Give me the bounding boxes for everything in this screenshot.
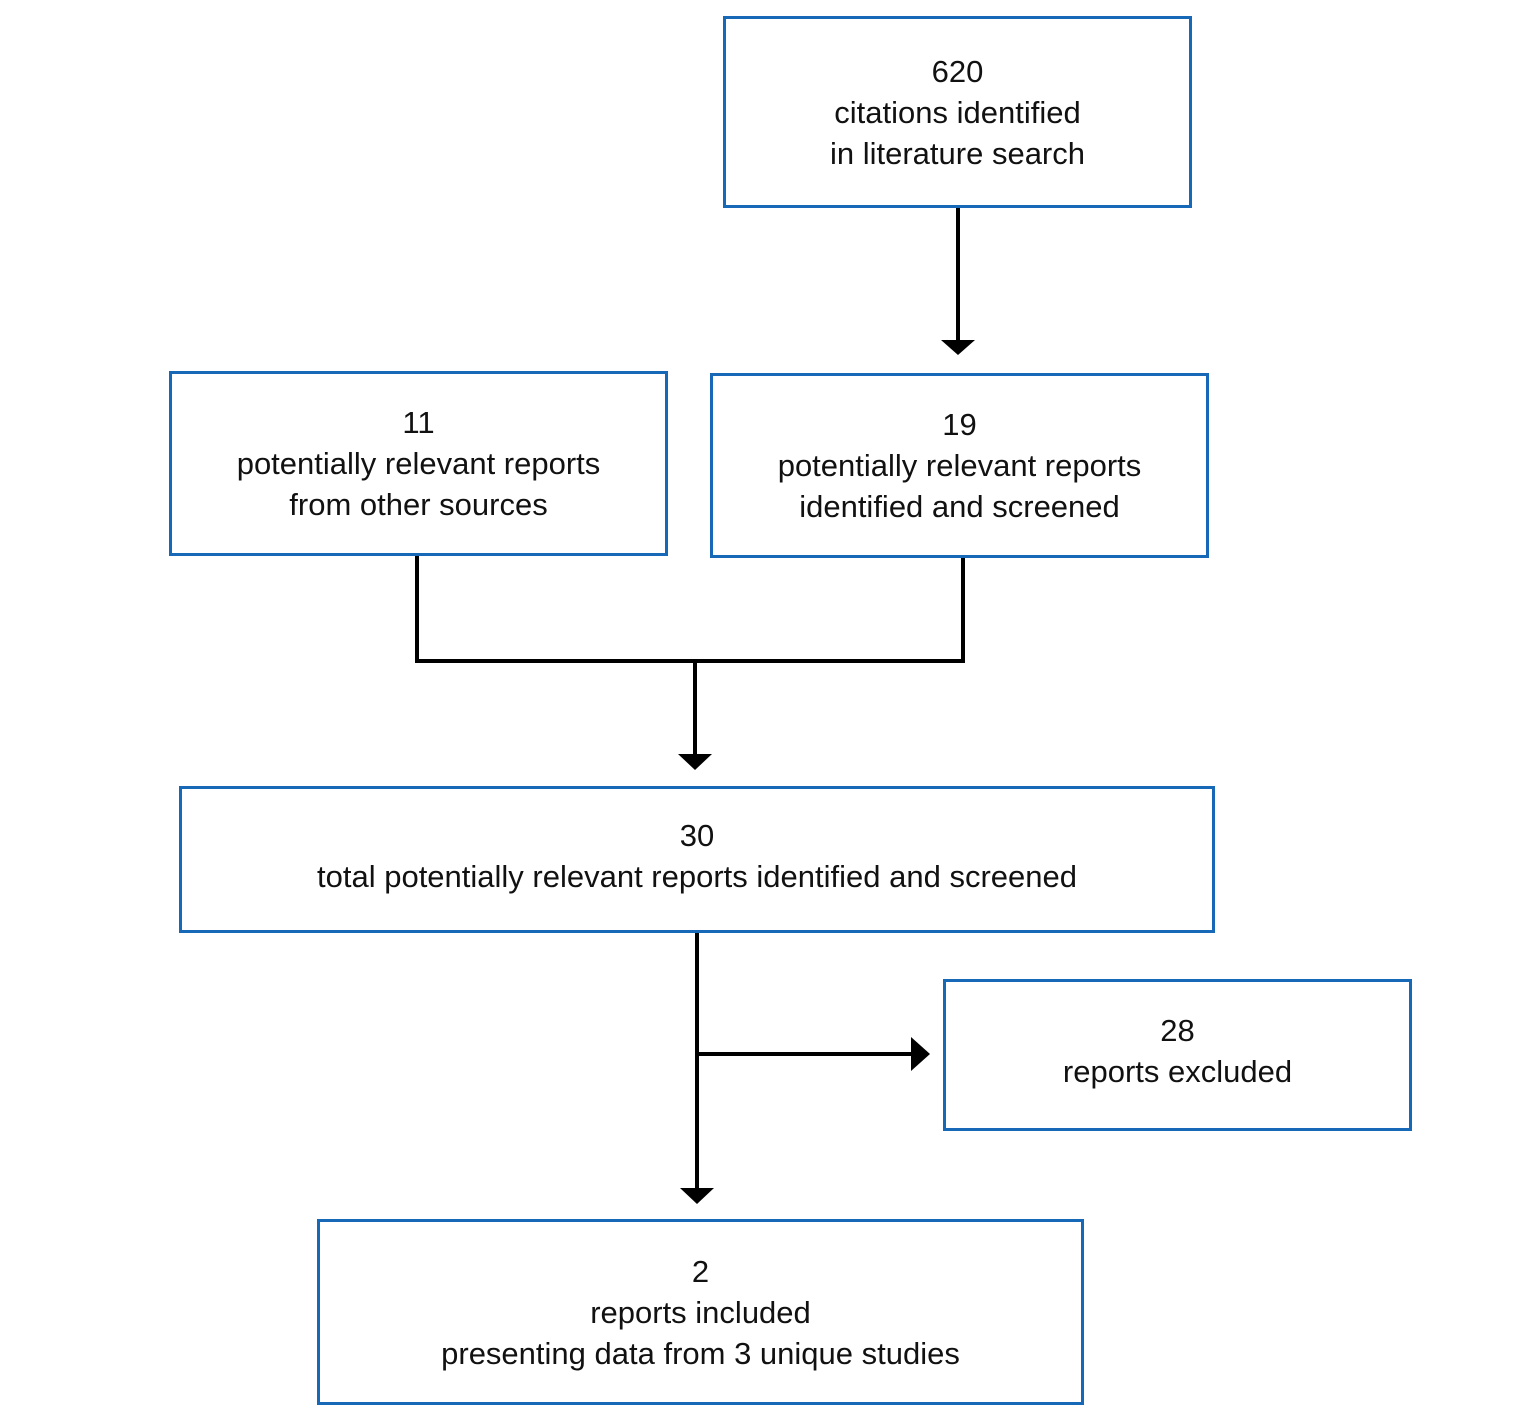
box-literature-search: 620 citations identified in literature s… xyxy=(723,16,1192,208)
connector-merge xyxy=(415,556,965,663)
box-identified-screened: 19 potentially relevant reports identifi… xyxy=(710,373,1209,558)
total-line-1: total potentially relevant reports ident… xyxy=(317,858,1077,894)
excluded-line-1: reports excluded xyxy=(1062,1054,1293,1089)
included-line-2: presenting data from 3 unique studies xyxy=(441,1335,960,1371)
box-other-sources: 11 potentially relevant reports from oth… xyxy=(169,371,668,556)
total-count: 30 xyxy=(679,817,715,853)
box-reports-included: 2 reports included presenting data from … xyxy=(317,1219,1084,1405)
box-reports-excluded: 28 reports excluded xyxy=(943,979,1412,1131)
search-line-1: citations identified xyxy=(834,94,1081,130)
arrowhead-down-screened xyxy=(941,340,975,355)
included-count: 2 xyxy=(691,1253,710,1289)
other-sources-line-2: from other sources xyxy=(289,487,548,522)
search-line-2: in literature search xyxy=(829,135,1085,171)
arrowhead-right-excluded xyxy=(911,1037,930,1071)
excluded-count: 28 xyxy=(1160,1013,1195,1048)
other-sources-count: 11 xyxy=(402,405,435,440)
arrowhead-down-total xyxy=(678,754,712,770)
box-total-screened: 30 total potentially relevant reports id… xyxy=(179,786,1215,933)
screened-line-2: identified and screened xyxy=(799,489,1120,524)
arrowhead-down-included xyxy=(680,1188,714,1204)
other-sources-line-1: potentially relevant reports xyxy=(236,446,601,481)
search-count: 620 xyxy=(931,53,984,89)
screened-line-1: potentially relevant reports xyxy=(777,448,1142,483)
screened-count: 19 xyxy=(942,407,977,442)
included-line-1: reports included xyxy=(590,1294,811,1330)
